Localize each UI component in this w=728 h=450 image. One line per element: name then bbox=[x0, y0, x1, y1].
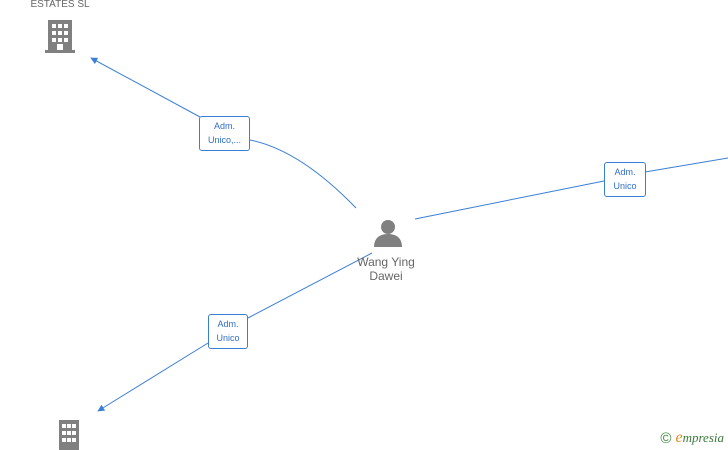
edge-label-line2: Unico,... bbox=[207, 135, 241, 145]
building-icon[interactable] bbox=[45, 20, 75, 53]
empresia-watermark: © empresia bbox=[660, 428, 724, 448]
person-label-line1: Wang Ying bbox=[357, 255, 415, 269]
person-icon[interactable] bbox=[374, 220, 402, 247]
edge-line-to-top-company bbox=[249, 139, 357, 209]
company-top-label[interactable]: ESTATES SL bbox=[30, 0, 90, 10]
edge-line-to-bottom-company-arrow bbox=[97, 342, 209, 412]
copyright-icon: © bbox=[660, 429, 672, 447]
brand-logo: empresia bbox=[675, 429, 724, 447]
person-label[interactable]: Wang Ying Dawei bbox=[346, 255, 426, 283]
edge-label-to-bottom[interactable]: Adm. Unico bbox=[208, 314, 248, 349]
brand-initial: e bbox=[675, 429, 683, 446]
person-label-line2: Dawei bbox=[369, 269, 403, 283]
edge-label-line1: Adm. bbox=[213, 121, 235, 131]
edge-label-to-top[interactable]: Adm. Unico,... bbox=[199, 116, 250, 151]
edge-line-to-top-company-arrow bbox=[90, 57, 201, 118]
edge-label-line2: Unico bbox=[216, 333, 240, 343]
edge-label-line1: Adm. bbox=[217, 319, 239, 329]
edge-line-to-bottom-company bbox=[247, 252, 373, 319]
edge-line-to-right-company-cont bbox=[644, 157, 728, 173]
building-icon[interactable] bbox=[59, 420, 79, 450]
edge-label-line2: Unico bbox=[613, 181, 637, 191]
edge-label-line1: Adm. bbox=[614, 167, 636, 177]
edge-label-to-right[interactable]: Adm. Unico bbox=[604, 162, 646, 197]
edge-line-to-right-company bbox=[414, 180, 605, 220]
brand-name: mpresia bbox=[682, 430, 724, 445]
